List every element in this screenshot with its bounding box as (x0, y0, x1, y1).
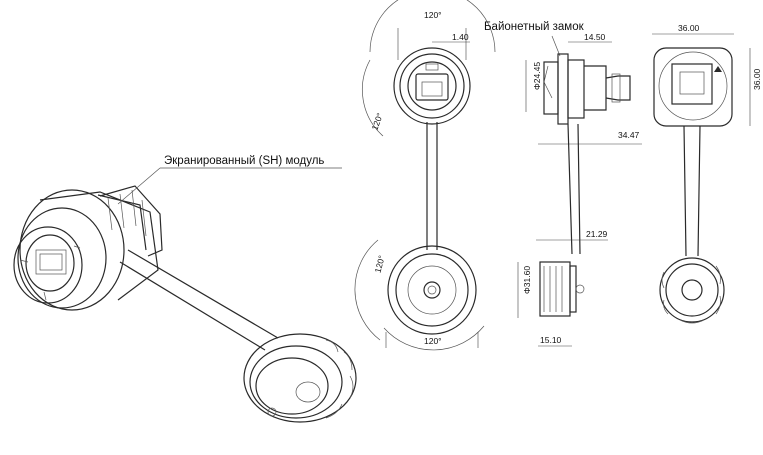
dim-34-47-label: 34.47 (618, 130, 640, 140)
front-view: 120° 120° 1.40 120° 120° (354, 0, 496, 351)
angle-left-top-label: 120° (370, 112, 385, 132)
dim-24-45-label: Φ24.45 (532, 62, 542, 90)
shielded-module-callout: Экранированный (SH) модуль (117, 155, 342, 205)
dim-21-29-label: 21.29 (586, 229, 608, 239)
isometric-connector-view (13, 185, 357, 423)
dim-15-10-label: 15.10 (540, 335, 562, 345)
side-view: Байонетный замок 14.50 Φ24.45 34.47 21.2… (484, 21, 642, 347)
angle-left-bottom-label: 120° (373, 254, 387, 274)
bayonet-lock-label: Байонетный замок (484, 21, 585, 33)
dim-36-00-height-label: 36.00 (752, 68, 762, 90)
angle-bottom-label: 120° (424, 336, 442, 346)
dim-14-50-label: 14.50 (584, 32, 606, 42)
rear-view: 36.00 36.00 (652, 23, 762, 324)
dim-36-00-width-label: 36.00 (678, 23, 700, 33)
shielded-module-label: Экранированный (SH) модуль (164, 155, 324, 167)
angle-top-label: 120° (424, 10, 442, 20)
dim-31-60-label: Φ31.60 (522, 266, 532, 294)
dim-1-40-label: 1.40 (452, 32, 469, 42)
